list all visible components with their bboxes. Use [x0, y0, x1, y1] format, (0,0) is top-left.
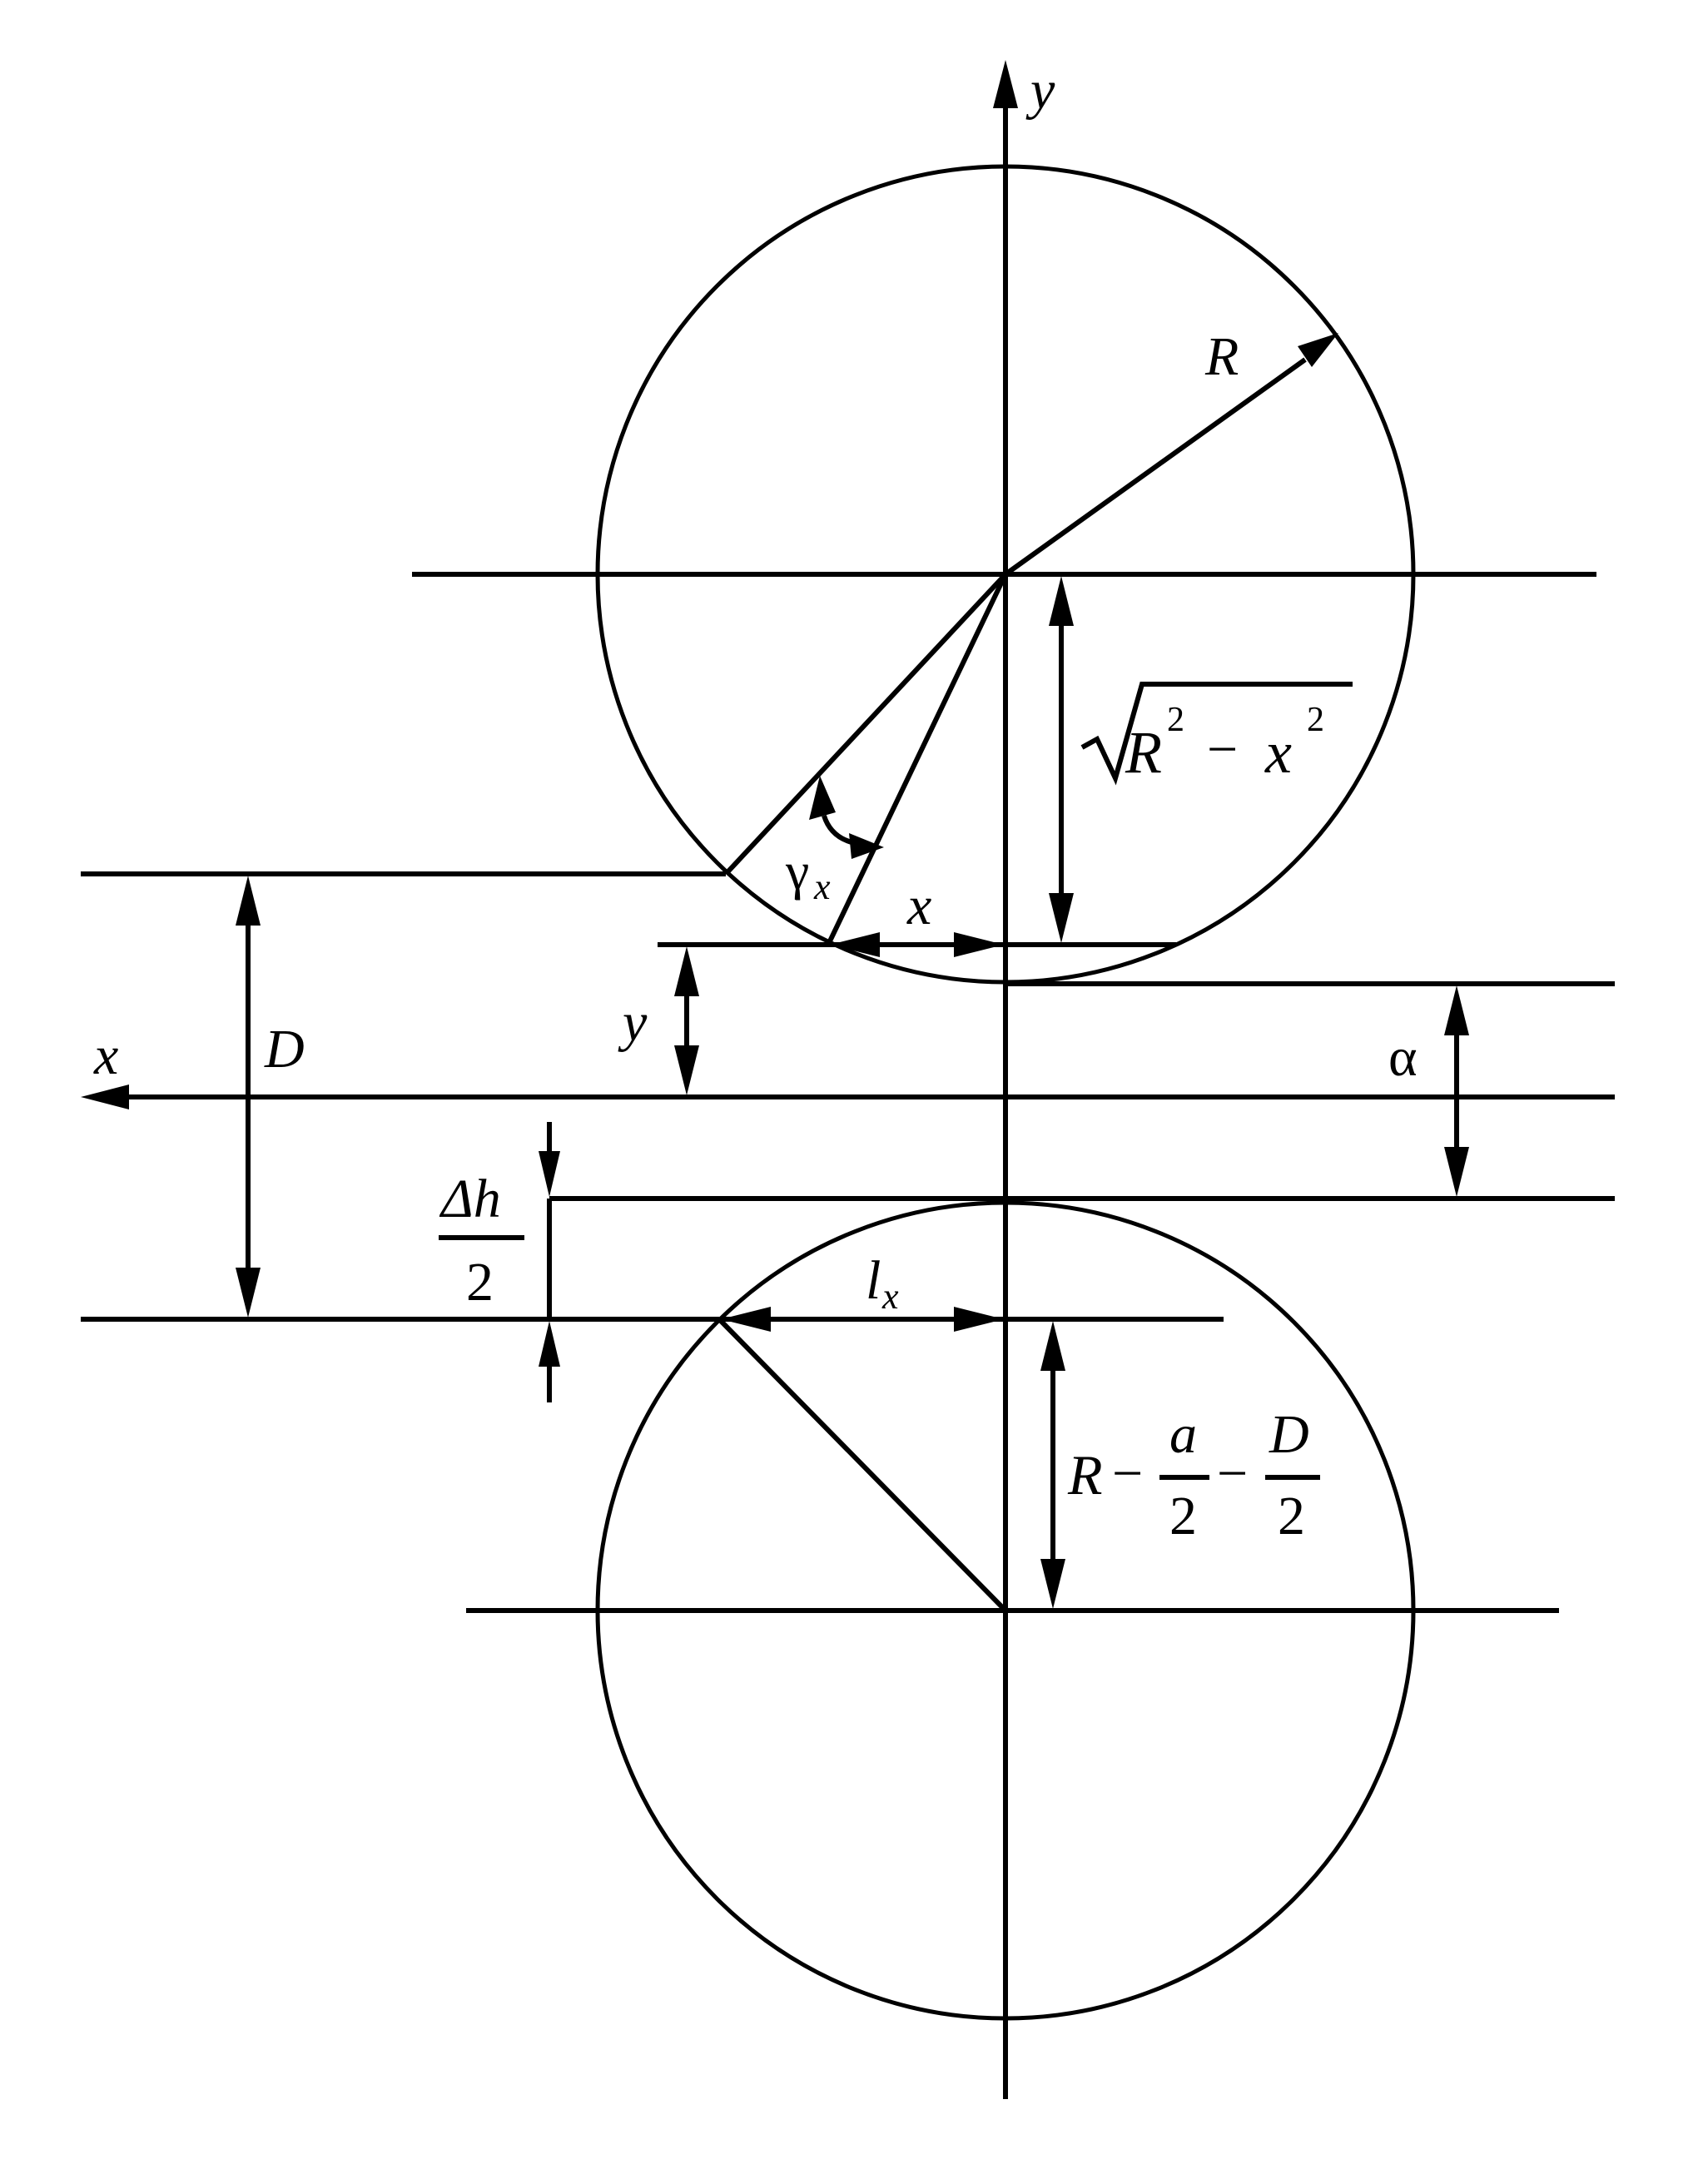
lower-radial-line [717, 1317, 1008, 1613]
x-axis-arrowhead [81, 1084, 129, 1109]
D-dimension-arrowhead-bottom [236, 1268, 261, 1318]
bottom-minus-2: − [1217, 1443, 1248, 1504]
dh-numerator: Δh [439, 1169, 501, 1229]
gamma-label: γ [785, 841, 809, 901]
lx-subscript: x [881, 1276, 899, 1317]
radius-line [1004, 357, 1307, 577]
x-dimension-arrowhead-right [954, 932, 1004, 957]
D-dimension-arrowhead-top [236, 876, 261, 926]
bottom-a-denominator: 2 [1169, 1486, 1197, 1546]
y-dimension-arrowhead-bottom [674, 1045, 699, 1095]
radial-line-entry [723, 572, 1008, 876]
sqrt-minus: − [1207, 719, 1238, 780]
radial-line-section [826, 573, 1008, 946]
bottom-a: a [1169, 1404, 1197, 1465]
sqrt-dimension-arrowhead-bottom [1049, 893, 1074, 943]
D-label: D [264, 1019, 305, 1080]
bottom-minus-1: − [1112, 1443, 1143, 1504]
x-axis-label: x [93, 1025, 118, 1086]
sqrt-exponent-1: 2 [1167, 701, 1184, 739]
gamma-arc-arrowhead-right [849, 833, 884, 859]
dh-dimension-arrowhead-top [539, 1151, 560, 1197]
x-segment-label: x [906, 876, 931, 936]
sqrt-radical-sign [1080, 682, 1353, 786]
y-segment-label: y [618, 992, 648, 1053]
y-dimension-arrowhead-top [674, 946, 699, 996]
bottom-dimension-expression: R − a 2 − D 2 [1067, 1404, 1320, 1546]
sqrt-expression: R 2 − x 2 [1080, 682, 1353, 786]
alpha-label: α [1388, 1027, 1418, 1088]
gamma-subscript: x [813, 866, 831, 907]
sqrt-exponent-2: 2 [1307, 701, 1324, 739]
alpha-dimension-arrowhead-top [1444, 985, 1469, 1035]
sqrt-R: R [1125, 719, 1162, 786]
dh-dimension-arrowhead-bottom [539, 1321, 560, 1367]
dh-denominator: 2 [466, 1252, 494, 1313]
lx-dimension-arrowhead-right [954, 1307, 1004, 1332]
y-axis-label: y [1025, 60, 1055, 121]
bottom-R: R [1067, 1443, 1103, 1506]
bottom-D-denominator: 2 [1278, 1486, 1305, 1546]
alpha-dimension-arrowhead-bottom [1444, 1147, 1469, 1197]
lx-label: l [866, 1250, 881, 1311]
bottom-dimension-arrowhead-top [1040, 1321, 1065, 1371]
x-dimension-arrowhead-left [830, 932, 880, 957]
radius-arrowhead [1298, 333, 1338, 367]
sqrt-dimension-arrowhead-top [1049, 576, 1074, 626]
gamma-arc-arrowhead-top [809, 776, 836, 820]
dh-fraction: Δh 2 [439, 1169, 524, 1313]
lx-dimension-arrowhead-left [721, 1307, 771, 1332]
y-axis-arrowhead [993, 60, 1018, 108]
sqrt-x: x [1264, 719, 1292, 786]
bottom-D: D [1269, 1404, 1309, 1465]
bottom-dimension-arrowhead-bottom [1040, 1559, 1065, 1609]
radius-label: R [1204, 326, 1239, 387]
